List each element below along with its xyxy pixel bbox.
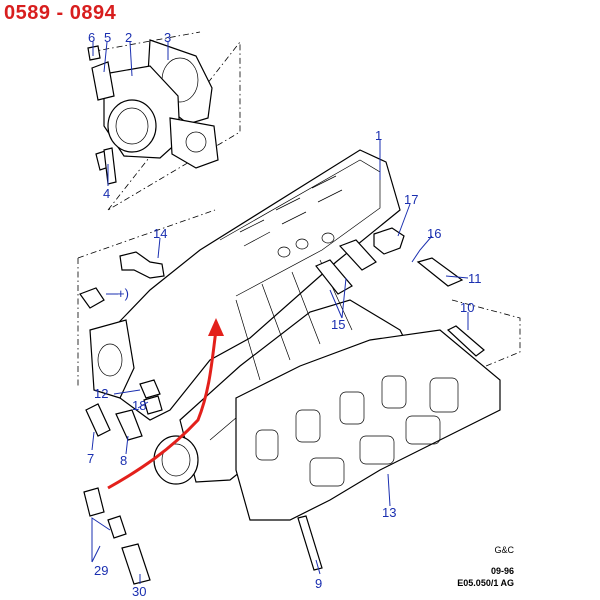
callout-11: 11 xyxy=(468,271,482,286)
leader-lines xyxy=(91,41,469,584)
callout-6: 6 xyxy=(88,30,95,45)
callout-17: 17 xyxy=(404,192,418,207)
callout-2: 2 xyxy=(125,30,132,45)
manifold-gasket xyxy=(235,329,501,521)
callout-13: 13 xyxy=(382,505,396,520)
footer-ref: E05.050/1 AG xyxy=(457,578,514,588)
callout-1: 1 xyxy=(375,128,382,143)
diagram-title: 0589 - 0894 xyxy=(4,2,117,24)
flow-arrow xyxy=(107,318,224,490)
assembly-outline xyxy=(77,31,521,386)
footer-date: 09-96 xyxy=(490,566,514,576)
callout-16: 16 xyxy=(427,226,441,241)
callout-3: 3 xyxy=(164,30,171,45)
callout-7: 7 xyxy=(87,451,94,466)
callout-15: 15 xyxy=(331,317,345,332)
callout-14: 14 xyxy=(153,226,167,241)
callout-plus: +) xyxy=(117,286,129,301)
callout-12: 12 xyxy=(94,386,108,401)
callout-9: 9 xyxy=(315,576,322,591)
callout-5: 5 xyxy=(104,30,111,45)
callout-4: 4 xyxy=(103,186,110,201)
callout-10: 10 xyxy=(460,300,474,315)
callout-30: 30 xyxy=(132,584,146,599)
callout-18: 18 xyxy=(132,398,146,413)
throttle-body xyxy=(87,39,219,171)
footer-maker: G&C xyxy=(494,545,514,555)
callout-8: 8 xyxy=(120,453,127,468)
callout-29: 29 xyxy=(94,563,108,578)
studs-and-fittings xyxy=(79,147,485,585)
